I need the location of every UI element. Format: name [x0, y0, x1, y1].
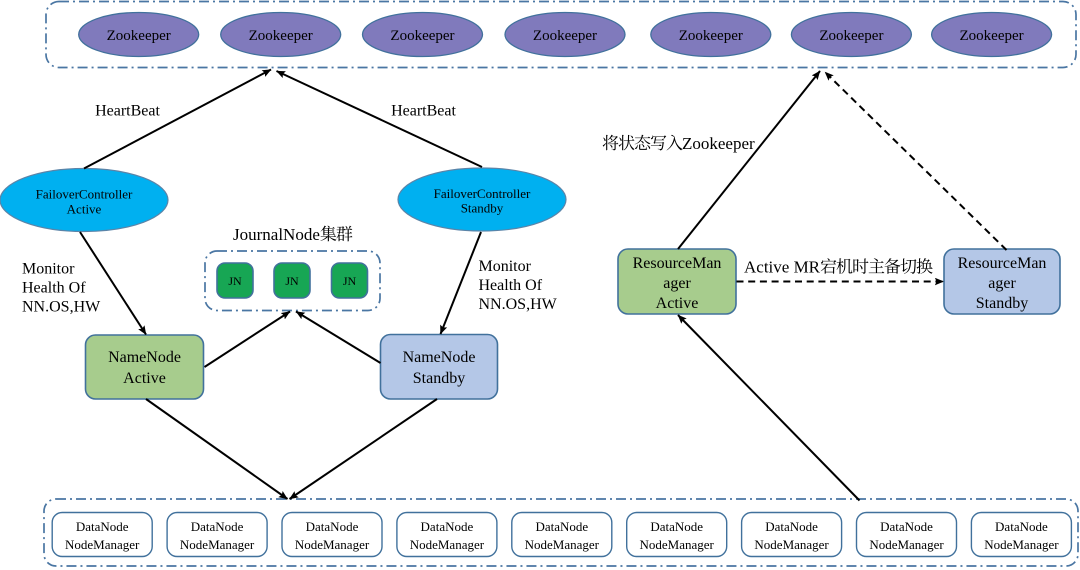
svg-text:ResourceMan: ResourceMan: [958, 255, 1047, 272]
svg-text:Active: Active: [67, 202, 102, 217]
svg-text:Health Of: Health Of: [479, 277, 543, 294]
svg-text:DataNode: DataNode: [191, 519, 244, 534]
svg-text:Zookeeper: Zookeeper: [819, 28, 883, 44]
svg-text:Active: Active: [123, 370, 166, 387]
svg-text:JN: JN: [228, 274, 242, 288]
svg-text:NodeManager: NodeManager: [525, 537, 600, 552]
svg-text:DataNode: DataNode: [76, 519, 129, 534]
svg-text:NodeManager: NodeManager: [180, 537, 255, 552]
svg-text:Health Of: Health Of: [22, 280, 86, 297]
svg-text:Zookeeper: Zookeeper: [533, 28, 597, 44]
svg-text:ager: ager: [663, 275, 691, 292]
svg-text:JN: JN: [343, 274, 357, 288]
svg-text:NodeManager: NodeManager: [65, 537, 140, 552]
svg-text:ager: ager: [988, 275, 1016, 292]
svg-text:Zookeeper: Zookeeper: [679, 28, 743, 44]
svg-text:NodeManager: NodeManager: [869, 537, 944, 552]
svg-text:DataNode: DataNode: [650, 519, 703, 534]
svg-text:Zookeeper: Zookeeper: [249, 28, 313, 44]
svg-text:JN: JN: [285, 274, 299, 288]
svg-text:FailoverController: FailoverController: [36, 187, 133, 202]
svg-text:Standby: Standby: [461, 201, 504, 216]
svg-text:NN.OS,HW: NN.OS,HW: [22, 299, 101, 316]
svg-text:NameNode: NameNode: [403, 349, 476, 366]
svg-text:DataNode: DataNode: [765, 519, 818, 534]
svg-text:DataNode: DataNode: [421, 519, 474, 534]
svg-text:Zookeeper: Zookeeper: [390, 28, 454, 44]
svg-text:Zookeeper: Zookeeper: [682, 134, 755, 153]
svg-text:Active: Active: [656, 295, 699, 312]
svg-text:Monitor: Monitor: [479, 258, 532, 275]
svg-text:Standby: Standby: [413, 370, 465, 387]
svg-text:DataNode: DataNode: [995, 519, 1048, 534]
svg-text:Active MR: Active MR: [744, 258, 821, 277]
svg-text:DataNode: DataNode: [306, 519, 359, 534]
svg-text:Zookeeper: Zookeeper: [960, 28, 1024, 44]
svg-text:DataNode: DataNode: [535, 519, 588, 534]
svg-text:HeartBeat: HeartBeat: [95, 103, 160, 120]
svg-text:NN.OS,HW: NN.OS,HW: [479, 296, 558, 313]
svg-text:Monitor: Monitor: [22, 261, 75, 278]
svg-text:Standby: Standby: [976, 295, 1028, 312]
svg-text:NodeManager: NodeManager: [410, 537, 485, 552]
svg-text:NodeManager: NodeManager: [754, 537, 829, 552]
svg-text:NodeManager: NodeManager: [640, 537, 715, 552]
svg-text:NameNode: NameNode: [108, 349, 181, 366]
svg-text:Zookeeper: Zookeeper: [107, 28, 171, 44]
svg-text:NodeManager: NodeManager: [984, 537, 1059, 552]
svg-text:FailoverController: FailoverController: [434, 186, 531, 201]
svg-text:DataNode: DataNode: [880, 519, 933, 534]
svg-text:HeartBeat: HeartBeat: [391, 103, 456, 120]
svg-text:ResourceMan: ResourceMan: [633, 255, 722, 272]
svg-text:JournalNode: JournalNode: [233, 225, 320, 244]
svg-text:NodeManager: NodeManager: [295, 537, 370, 552]
